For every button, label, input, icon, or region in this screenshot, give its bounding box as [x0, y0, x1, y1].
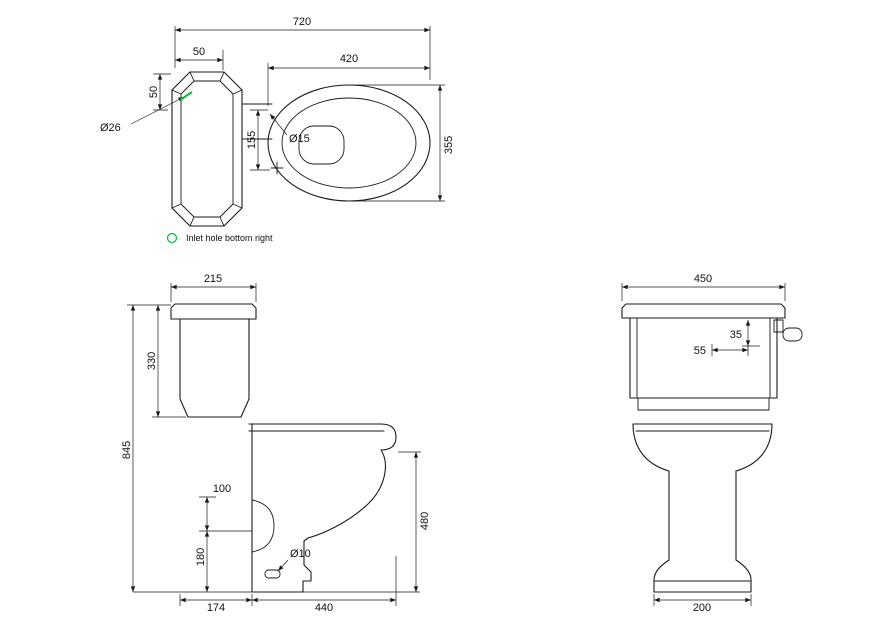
seat-hinge-cross-icon: [270, 161, 284, 175]
pan-side-outline: [248, 423, 397, 593]
flush-lever-stem-outline: [773, 319, 784, 333]
dim-base-width-label: 200: [693, 602, 711, 614]
leader-inlet-hole-label: Ø26: [100, 122, 121, 134]
trap-side-outline: [251, 499, 275, 553]
dim-outlet-offset: 100: [199, 483, 252, 532]
dim-base-width: 200: [653, 594, 752, 614]
dim-offset-left: 50: [148, 73, 171, 111]
dim-lever-offset: 55: [694, 344, 749, 357]
leader-inlet-hole: Ø26: [100, 91, 193, 134]
dim-cistern-height-label: 330: [146, 352, 158, 370]
cistern-plan-inner-outline: [180, 80, 234, 218]
dim-cistern-width-ext: [621, 283, 786, 301]
cistern-plan-outer-outline: [171, 71, 243, 227]
leader-inlet-hole-line: [130, 96, 185, 125]
dim-overall-height-label: 845: [121, 441, 133, 459]
leader-fixing-hole-line: [277, 559, 289, 572]
dim-overall-height: 845: [121, 304, 171, 592]
cistern-front-panel-lines: [636, 317, 771, 411]
bowl-plan-outer-outline: [267, 84, 431, 202]
leader-seat-hole: Ø15: [269, 113, 310, 145]
dim-rim-height: 480: [398, 451, 431, 592]
cistern-front-body-outline: [629, 317, 778, 399]
cistern-side-lid-outline: [170, 303, 257, 320]
dim-cistern-height: 330: [146, 305, 186, 418]
dim-overall-width: 720: [174, 16, 431, 80]
dim-lever-drop-label: 35: [730, 329, 742, 341]
dim-rim-height-label: 480: [419, 512, 431, 530]
legend: Inlet hole bottom right: [166, 232, 273, 244]
bowl-trap-outline: [298, 125, 345, 165]
dim-seat-hole-span-label: 155: [246, 131, 258, 149]
leader-fixing-hole: Ø10: [277, 548, 311, 572]
dim-offset-top-label: 50: [193, 46, 205, 58]
leader-fixing-hole-label: Ø10: [290, 548, 311, 560]
bowl-plan-inner-outline: [281, 97, 417, 189]
top-view: 720 50 420 50 155 355: [100, 16, 455, 244]
dim-offset-top: 50: [175, 46, 224, 70]
inlet-hole-marker-icon: [179, 91, 193, 101]
dim-outlet-height-label: 180: [195, 548, 207, 566]
cistern-plan-chamfer-lines: [171, 71, 243, 227]
dim-rear-span: 174: [179, 594, 253, 614]
dim-rear-span-label: 174: [207, 602, 225, 614]
leader-seat-hole-line: [269, 113, 288, 136]
side-view: 215 330 845 480 100 180: [121, 273, 431, 614]
dim-cistern-depth-label: 215: [204, 273, 222, 285]
dim-offset-left-label: 50: [148, 86, 160, 98]
dim-cistern-depth-ext: [170, 283, 257, 302]
dim-bowl-width: 420: [267, 53, 430, 106]
dim-pan-depth-label: 440: [315, 602, 333, 614]
dim-cistern-depth: 215: [170, 273, 257, 302]
dim-overall-width-label: 720: [293, 16, 311, 28]
front-view: 450 35 55 200: [621, 273, 803, 614]
flush-lever-handle-outline: [782, 327, 803, 342]
cistern-side-body-outline: [179, 318, 250, 418]
legend-inlet-label: Inlet hole bottom right: [186, 233, 273, 243]
dim-bowl-depth: 355: [352, 84, 455, 202]
dim-lever-offset-label: 55: [694, 345, 706, 357]
dim-cistern-width: 450: [621, 273, 786, 301]
legend-inlet-icon: [166, 232, 178, 244]
dim-seat-hole-span: 155: [246, 109, 270, 171]
dim-outlet-height: 180: [195, 531, 210, 592]
dim-lever-drop: 35: [730, 320, 760, 347]
flush-lever: [773, 319, 803, 342]
dim-bowl-depth-label: 355: [443, 136, 455, 154]
dim-pan-depth: 440: [252, 556, 397, 614]
cistern-front-lid-outline: [621, 303, 786, 319]
dim-outlet-offset-label: 100: [213, 483, 231, 495]
fixing-slot-outline: [264, 569, 281, 579]
dim-bowl-width-label: 420: [340, 53, 358, 65]
dim-bowl-depth-ext: [352, 84, 445, 202]
dim-cistern-width-label: 450: [694, 273, 712, 285]
leader-seat-hole-label: Ø15: [289, 133, 310, 145]
pan-front-outline: [632, 423, 773, 593]
